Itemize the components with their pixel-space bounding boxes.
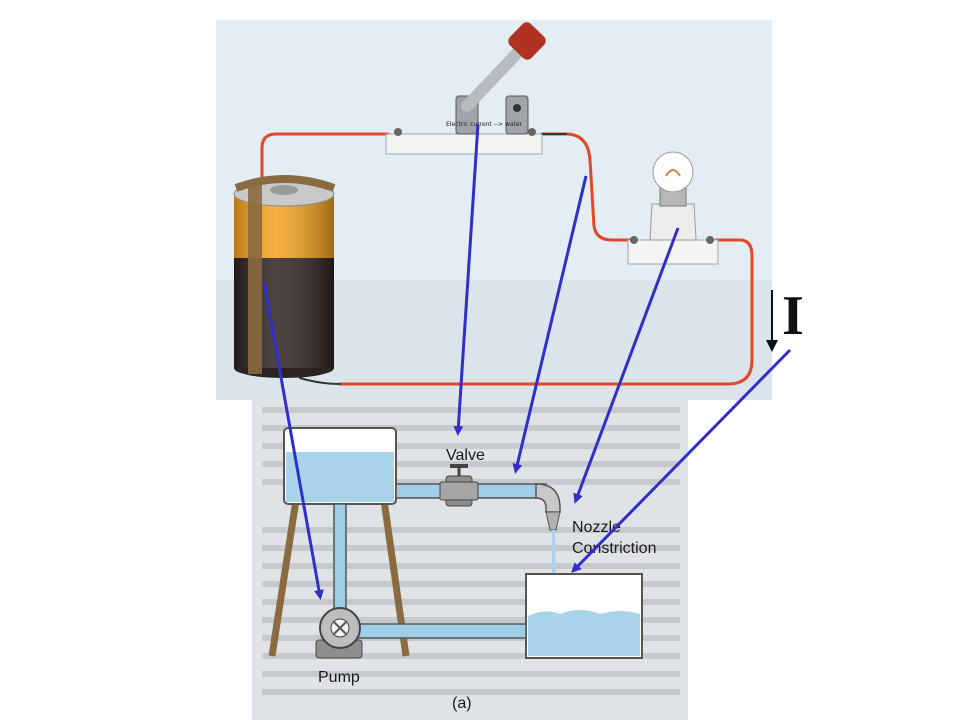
constriction-label: Constriction [572, 540, 656, 557]
wire-switch-to-lamp [540, 132, 632, 242]
arrow-lamp-to-nozzle [573, 227, 680, 504]
lamp [627, 151, 719, 265]
wire-battery-bottom [299, 377, 341, 385]
analogy-arrows [262, 123, 792, 600]
nozzle-label: Nozzle [572, 519, 621, 536]
wire-battery-to-switch [260, 132, 390, 190]
arrow-battery-to-pump [262, 281, 324, 600]
stand-leg-left [268, 499, 300, 657]
pump [315, 607, 363, 659]
valve-label: Valve [446, 447, 485, 464]
current-symbol: I [782, 285, 804, 347]
figure-label: (a) [452, 695, 472, 712]
pipe-pump-to-tank [353, 623, 527, 639]
battery [233, 175, 336, 378]
valve [439, 464, 479, 507]
arrow-switch-to-valve [453, 123, 480, 436]
nozzle [545, 511, 561, 531]
hydraulic-system [268, 427, 643, 659]
wire-lamp-to-return [338, 238, 754, 386]
arrow-current-to-stream [571, 348, 792, 573]
pump-label: Pump [318, 669, 360, 686]
knife-switch [385, 22, 546, 155]
arrow-wire-to-pipe [512, 175, 588, 474]
circuit-wires [260, 132, 754, 386]
switch-caption: Electric current --> water [446, 121, 523, 128]
